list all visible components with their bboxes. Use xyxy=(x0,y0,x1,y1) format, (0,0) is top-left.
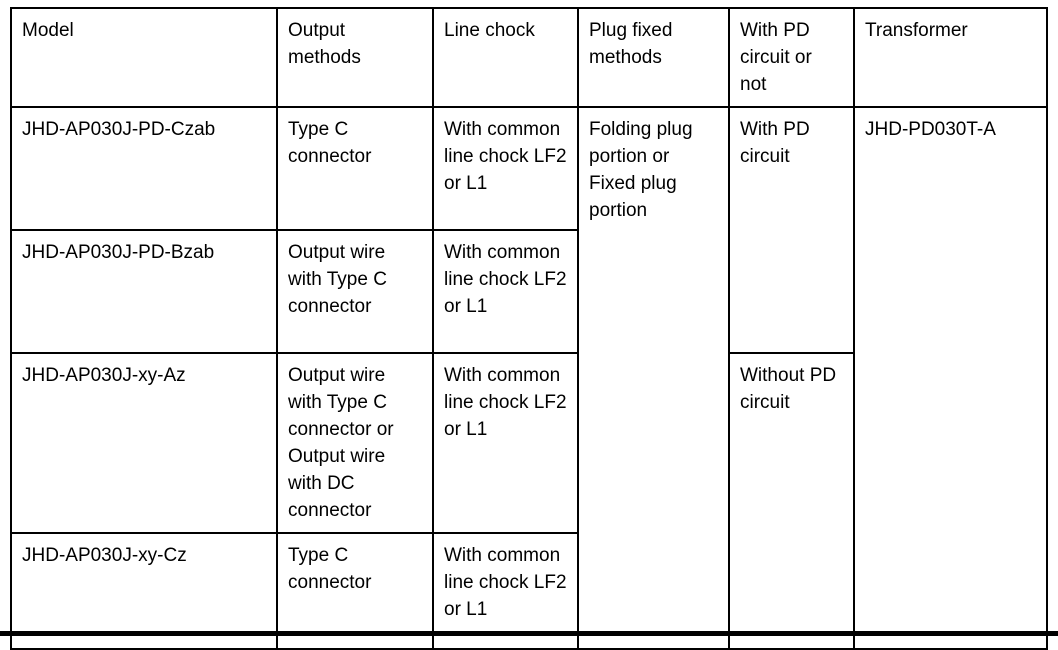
cell-output-method: Output wire with Type C connector xyxy=(276,229,434,354)
header-pd-circuit: With PD circuit or not xyxy=(728,7,855,108)
cell-plug-fixed-methods: Folding plug portion or Fixed plug porti… xyxy=(577,106,730,650)
cell-line-chock: With common line chock LF2 or L1 xyxy=(432,352,579,534)
cell-transformer: JHD-PD030T-A xyxy=(853,106,1048,650)
cell-line-chock: With common line chock LF2 or L1 xyxy=(432,229,579,354)
cell-line-chock: With common line chock LF2 or L1 xyxy=(432,532,579,650)
cell-output-method: Output wire with Type C connector or Out… xyxy=(276,352,434,534)
header-plug-fixed-methods: Plug fixed methods xyxy=(577,7,730,108)
cell-output-method: Type C connector xyxy=(276,532,434,650)
cell-model: JHD-AP030J-xy-Cz xyxy=(10,532,278,650)
cell-with-pd-circuit: With PD circuit xyxy=(728,106,855,354)
table-row: JHD-AP030J-xy-Az Output wire with Type C… xyxy=(10,352,1047,650)
header-row: Model Output methods Line chock Plug fix… xyxy=(10,7,1048,108)
cell-without-pd-circuit: Without PD circuit xyxy=(728,352,855,650)
header-transformer: Transformer xyxy=(853,7,1048,108)
table-row: JHD-AP030J-PD-Bzab Output wire with Type… xyxy=(10,229,1047,354)
cell-model: JHD-AP030J-PD-Czab xyxy=(10,106,278,231)
cell-model: JHD-AP030J-xy-Az xyxy=(10,352,278,534)
header-output-methods: Output methods xyxy=(276,7,434,108)
spec-table: Model Output methods Line chock Plug fix… xyxy=(10,7,1048,650)
cell-model: JHD-AP030J-PD-Bzab xyxy=(10,229,278,354)
table-row: JHD-AP030J-PD-Czab Type C connector With… xyxy=(10,106,1048,650)
page-bottom-rule xyxy=(0,631,1058,636)
header-line-chock: Line chock xyxy=(432,7,579,108)
table-row: JHD-AP030J-xy-Cz Type C connector With c… xyxy=(10,532,1047,650)
cell-output-method: Type C connector xyxy=(276,106,434,231)
header-model: Model xyxy=(10,7,278,108)
cell-line-chock: With common line chock LF2 or L1 xyxy=(432,106,579,231)
